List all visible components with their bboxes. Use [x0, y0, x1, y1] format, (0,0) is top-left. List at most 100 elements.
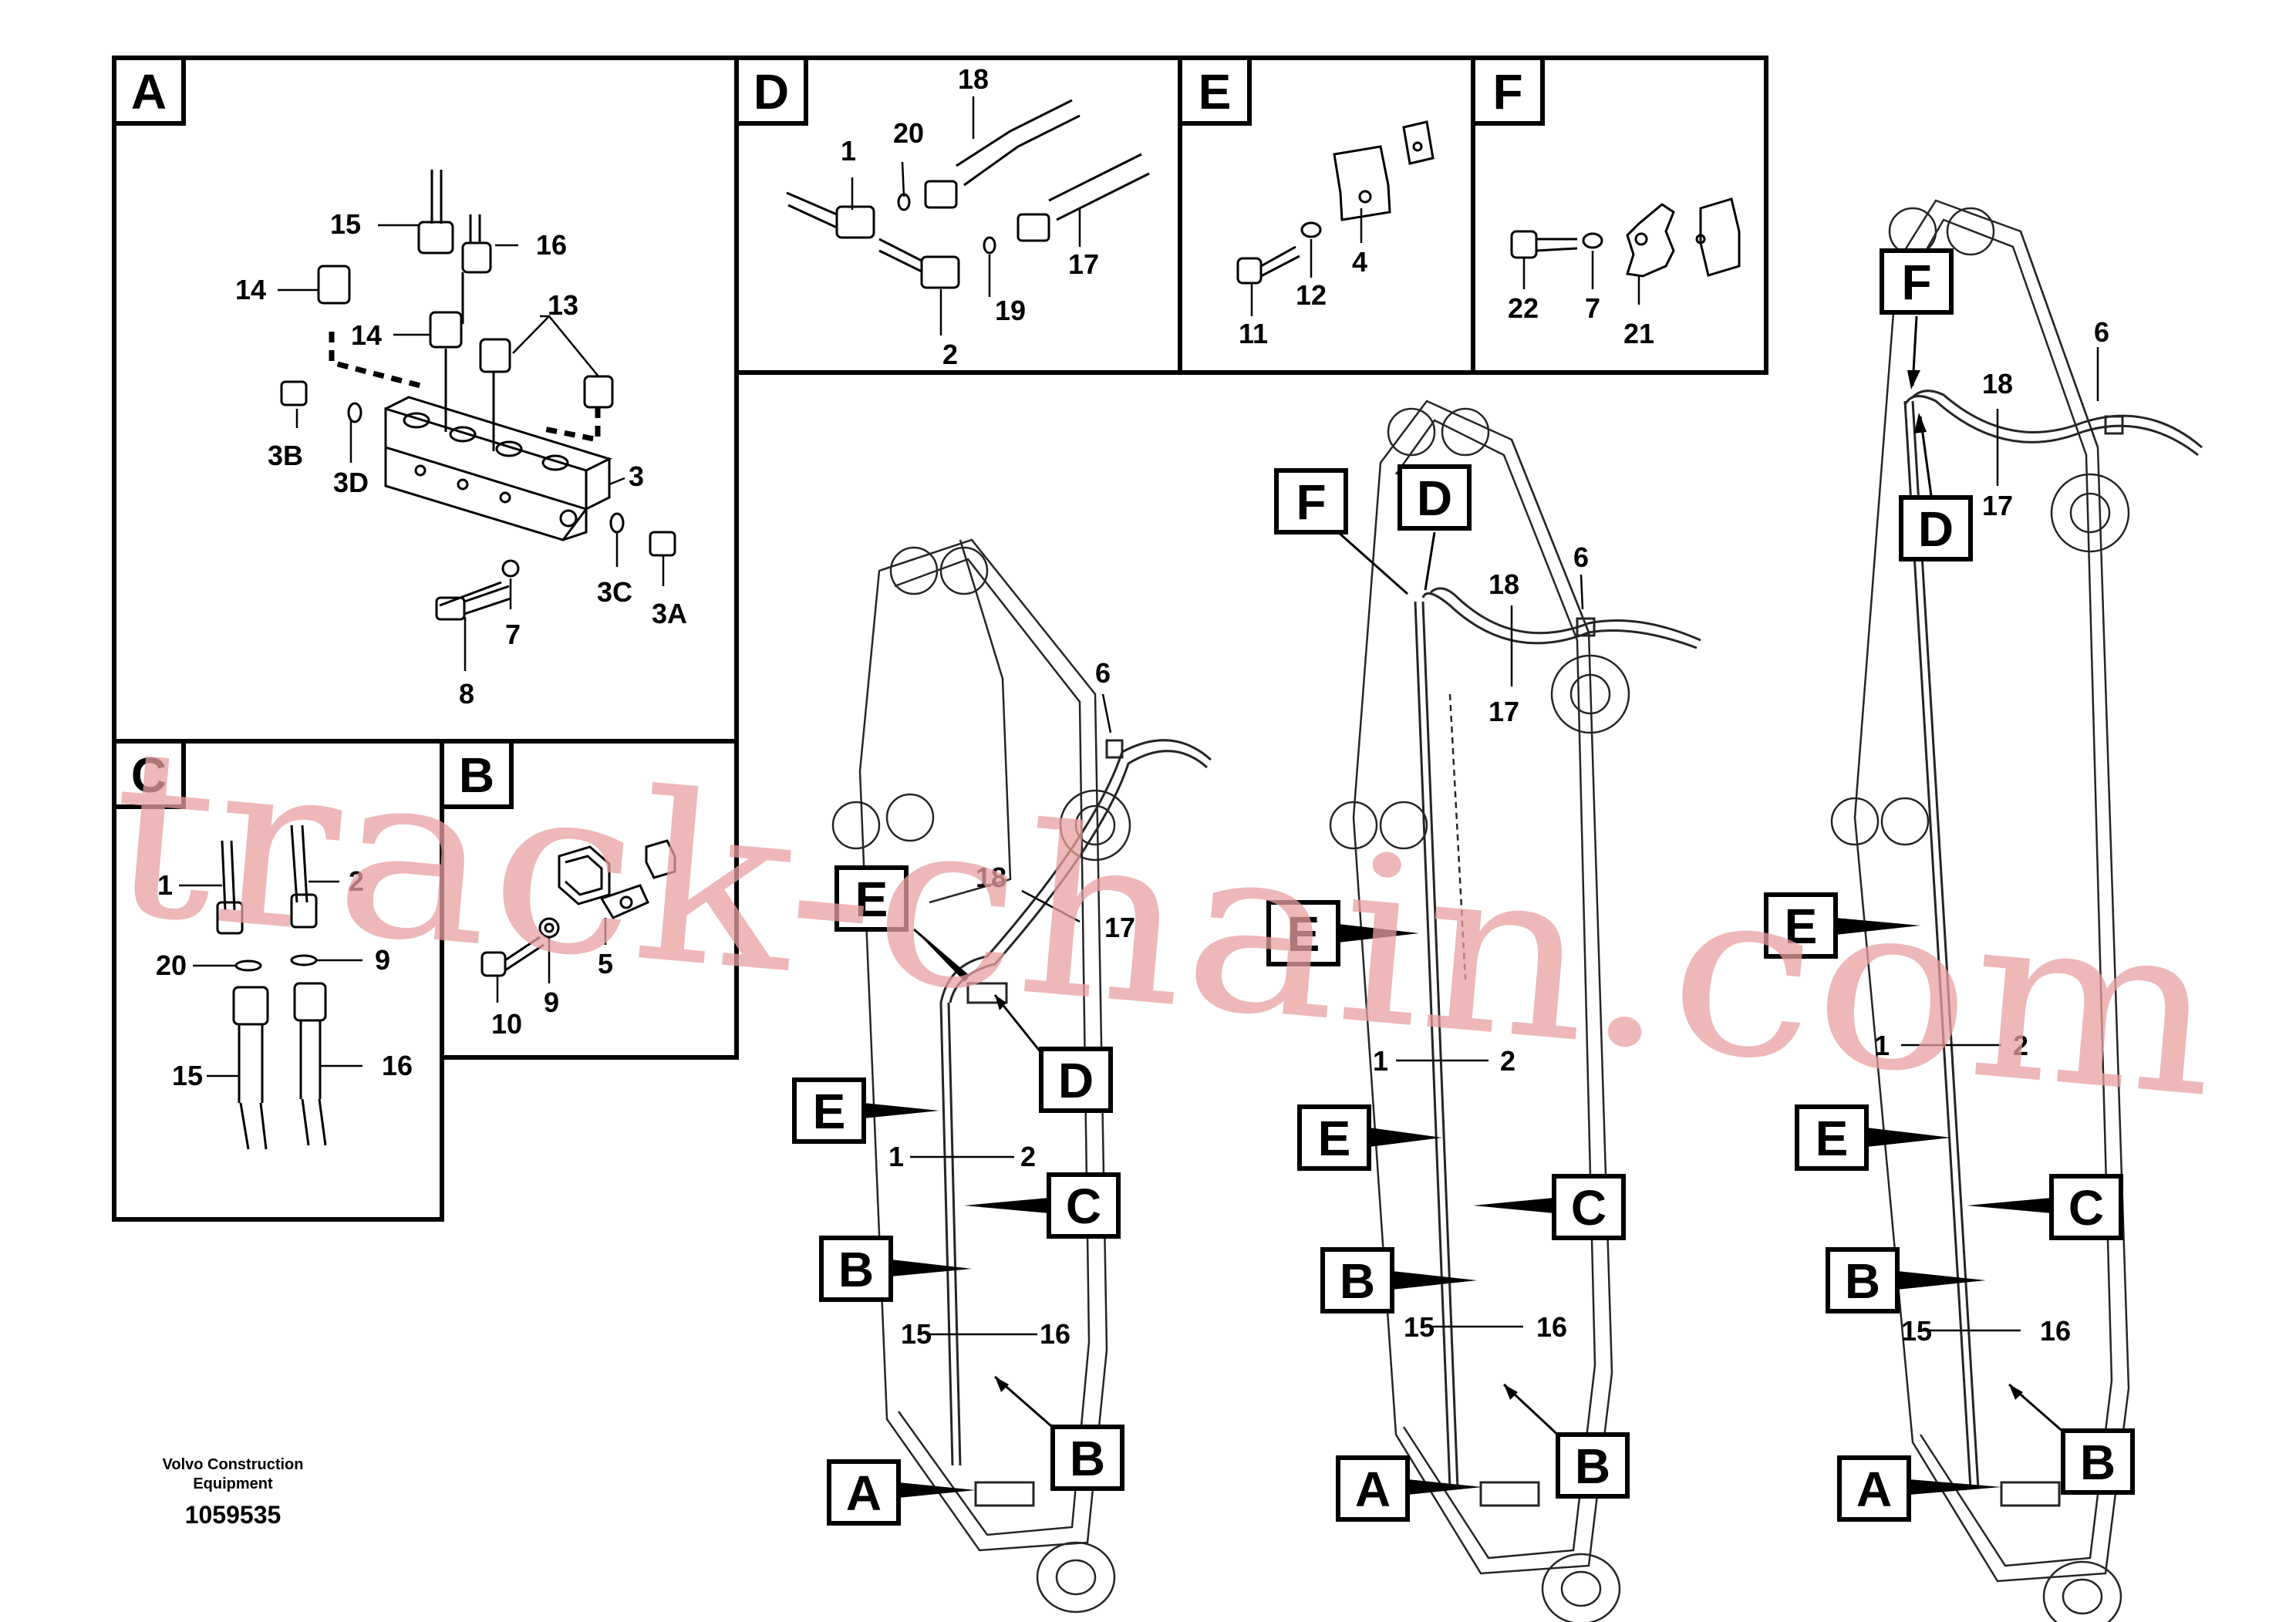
- part-14-b: 14: [351, 319, 382, 351]
- part-3C: 3C: [597, 576, 632, 608]
- callout-e-1: E: [834, 865, 970, 982]
- callout-e-2: E: [792, 1077, 939, 1144]
- watermark-text: track-chain.com: [99, 697, 2228, 1149]
- part-9-b: 9: [544, 986, 559, 1018]
- panel-a-drawing: [280, 170, 676, 621]
- part-7: 7: [505, 619, 521, 650]
- part-1: 1: [157, 869, 173, 901]
- part-16-b2: 16: [1536, 1311, 1567, 1343]
- callout-d-1-label: D: [1058, 1053, 1094, 1108]
- part-20: 20: [156, 949, 187, 981]
- callout-b-1: B: [819, 1236, 972, 1302]
- callout-e-3-label: E: [1287, 906, 1320, 962]
- panel-b-tab: B: [440, 739, 514, 809]
- part-15: 15: [330, 208, 361, 240]
- part-2-b2: 2: [1500, 1045, 1515, 1077]
- callout-e-5-label: E: [1785, 899, 1818, 954]
- part-18-d: 18: [958, 63, 989, 95]
- panel-c-label: C: [131, 747, 167, 803]
- panel-b-frame: [440, 739, 739, 1060]
- callout-b-3: B: [1320, 1247, 1477, 1313]
- callout-e-4: E: [1297, 1104, 1442, 1171]
- boom-1: [831, 538, 1212, 1614]
- callout-a-1-label: A: [846, 1465, 882, 1521]
- part-10: 10: [491, 1008, 522, 1040]
- part-15-b1: 15: [901, 1318, 932, 1350]
- callout-b-4: B: [1502, 1383, 1630, 1499]
- panel-e-part-numbers: 4 12 11: [1239, 246, 1367, 349]
- callout-c-1-label: C: [1066, 1179, 1101, 1234]
- panel-a-tab: A: [112, 56, 186, 126]
- part-8: 8: [459, 678, 474, 710]
- panel-f-leaders: [1522, 251, 1640, 305]
- panel-f-frame: [1471, 56, 1768, 375]
- panel-c-leaders: [179, 880, 362, 1077]
- part-13: 13: [548, 289, 578, 321]
- panel-letter-tabs: A D E F C B: [112, 56, 1545, 809]
- panel-f-part-numbers: 21 7 22: [1508, 292, 1654, 349]
- callout-f-2-label: F: [1296, 474, 1326, 530]
- callout-f-3: F: [1880, 248, 1954, 389]
- callout-b-4-label: B: [1575, 1438, 1610, 1494]
- callout-d-2: D: [1397, 464, 1472, 591]
- panel-f-drawing: [1510, 197, 1741, 278]
- part-18-b1: 18: [976, 862, 1006, 893]
- boom-leaders: [910, 347, 2099, 1336]
- part-14: 14: [235, 274, 266, 305]
- part-4: 4: [1352, 246, 1367, 278]
- part-12: 12: [1296, 279, 1327, 311]
- panel-c-part-numbers: 1 2 20 9 15 16: [156, 865, 413, 1091]
- panel-e-label: E: [1199, 64, 1232, 120]
- panel-e-drawing: [1236, 120, 1435, 285]
- part-15-b3: 15: [1901, 1315, 1932, 1347]
- panel-d-drawing: [786, 99, 1150, 289]
- part-11: 11: [1239, 318, 1268, 349]
- panel-d-tab: D: [734, 56, 808, 126]
- callout-d-3: D: [1899, 413, 1973, 561]
- part-17-d: 17: [1068, 248, 1099, 280]
- part-5: 5: [598, 948, 613, 980]
- panel-f-label: F: [1492, 64, 1522, 120]
- callout-b-6-label: B: [2080, 1435, 2116, 1490]
- part-6-b2: 6: [1573, 541, 1589, 573]
- callout-d-2-label: D: [1417, 470, 1452, 526]
- callout-e-5: E: [1764, 892, 1920, 959]
- callout-f-2: F: [1274, 468, 1408, 595]
- callout-a-1: A: [827, 1459, 976, 1526]
- panel-a-leaders: [278, 224, 665, 671]
- part-17-b1: 17: [1104, 912, 1135, 943]
- panel-a-part-numbers: 15 16 14 14 13 3B 3D 3 3C 3A 7 8: [235, 208, 687, 710]
- part-22: 22: [1508, 292, 1539, 324]
- callout-c-3: C: [1967, 1174, 2123, 1240]
- boom-part-numbers: 6 18 17 1 2 15 16 6 18 17 1 2 15 16 6 18…: [888, 316, 2109, 1350]
- panel-d-part-numbers: 1 20 18 2 19 17: [841, 63, 1099, 370]
- credit-line-1: Volvo Construction: [163, 1456, 304, 1473]
- boom-2: [1329, 400, 1701, 1622]
- callout-c-1: C: [964, 1172, 1121, 1239]
- credit-block: Volvo Construction Equipment 1059535: [163, 1456, 304, 1529]
- callout-b-6: B: [2008, 1383, 2135, 1495]
- part-3D: 3D: [333, 467, 369, 498]
- callout-e-6-label: E: [1816, 1111, 1849, 1166]
- credit-line-2: Equipment: [193, 1475, 273, 1492]
- panel-f-tab: F: [1471, 56, 1545, 126]
- part-15-b2: 15: [1404, 1311, 1435, 1343]
- panel-c-tab: C: [112, 739, 186, 809]
- callout-a-3: A: [1837, 1455, 2001, 1522]
- callout-e-2-label: E: [813, 1084, 846, 1139]
- part-21: 21: [1623, 318, 1654, 349]
- part-1-b2: 1: [1373, 1045, 1388, 1077]
- part-9: 9: [375, 944, 390, 976]
- callout-e-6: E: [1795, 1104, 1951, 1171]
- drawing-number: 1059535: [185, 1501, 282, 1529]
- panel-e-leaders: [1250, 208, 1363, 316]
- part-2-b1: 2: [1020, 1141, 1036, 1172]
- callout-f-3-label: F: [1901, 255, 1931, 310]
- panel-frames: [112, 56, 1768, 1222]
- panel-b-leaders: [496, 918, 607, 1003]
- callout-e-1-label: E: [855, 872, 888, 927]
- part-2: 2: [349, 865, 364, 897]
- callout-d-1: D: [993, 994, 1113, 1113]
- panel-d-leaders: [851, 96, 1081, 336]
- callout-a-2: A: [1336, 1455, 1482, 1522]
